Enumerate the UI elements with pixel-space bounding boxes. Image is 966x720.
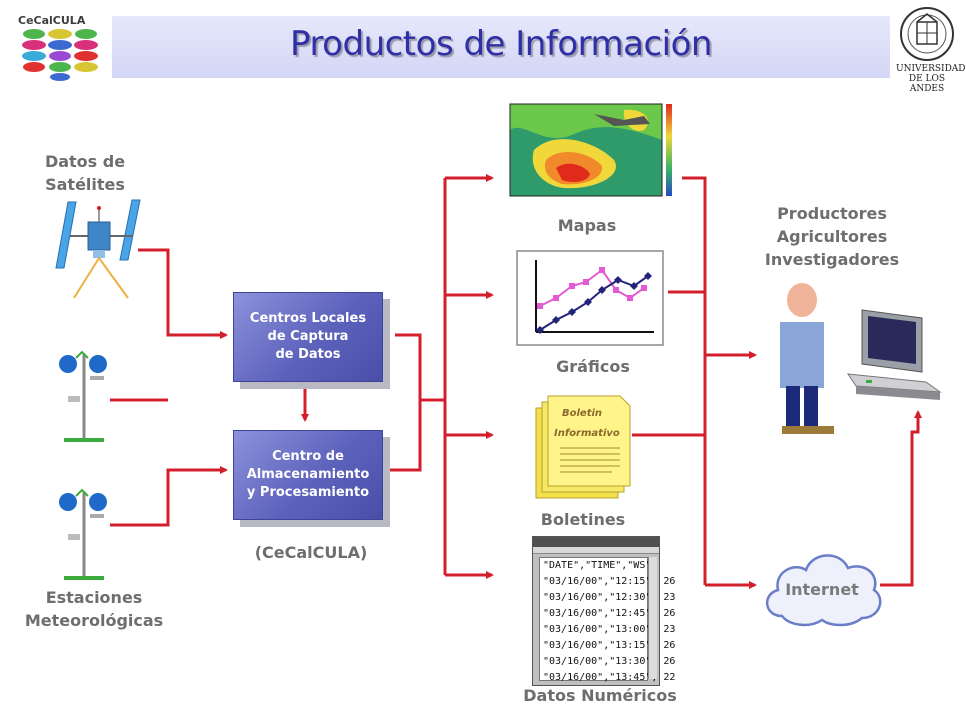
numeric-rows: "DATE","TIME","WS", "03/16/00","12:15", 2…	[543, 558, 676, 686]
numeric-row: "03/16/00","13:45", 22	[543, 672, 676, 683]
numeric-data-label: Datos Numéricos	[523, 686, 677, 705]
university-seal-icon	[900, 7, 954, 61]
numeric-row: "03/16/00","13:00", 23	[543, 624, 676, 635]
numeric-row: "03/16/00","12:15", 26	[543, 576, 676, 587]
maps-label: Mapas	[557, 216, 617, 235]
university-name: UNIVERSIDAD DE LOS ANDES	[896, 64, 966, 94]
bulletins-label: Boletines	[540, 510, 626, 529]
satellite-icon	[55, 199, 141, 299]
contour-map-image	[494, 90, 682, 208]
person-icon	[780, 283, 834, 434]
title-band	[112, 16, 890, 78]
bulletin-doc-title-line2: Informativo	[554, 428, 620, 439]
numeric-row: "03/16/00","13:15", 26	[543, 640, 676, 651]
numeric-row: "03/16/00","12:30", 23	[543, 592, 676, 603]
numeric-data-window: "DATE","TIME","WS", "03/16/00","12:15", 2…	[532, 536, 675, 686]
window-menubar	[533, 547, 659, 554]
table-scrollbar	[648, 557, 657, 679]
weather-station-bottom-icon	[59, 488, 107, 580]
internet-label: Internet	[785, 580, 859, 599]
cecalcula-logo	[22, 29, 98, 81]
charts-label: Gráficos	[556, 357, 630, 376]
numeric-row: "03/16/00","12:45", 26	[543, 608, 676, 619]
storage-processing-center-box: Centro de Almacenamiento y Procesamiento	[233, 430, 383, 520]
logo-text: CeCalCULA	[18, 14, 86, 27]
bulletin-document-icon: Boletin Informativo	[535, 395, 631, 499]
page-title: Productos de Información	[290, 24, 712, 64]
internet-cloud-icon	[766, 554, 882, 627]
computer-icon	[846, 309, 942, 400]
weather-station-top-icon	[59, 350, 107, 442]
window-titlebar	[533, 537, 659, 547]
satellite-data-label: Datos de Satélites	[44, 152, 126, 194]
consumers-label: Productores Agricultores Investigadores	[764, 204, 900, 269]
numeric-row: "DATE","TIME","WS",	[543, 560, 658, 571]
numeric-data-table: "DATE","TIME","WS", "03/16/00","12:15", 2…	[539, 557, 675, 683]
cecalcula-label: (CeCalCULA)	[254, 543, 368, 562]
numeric-row: "03/16/00","13:30", 26	[543, 656, 676, 667]
local-capture-centers-box: Centros Locales de Captura de Datos	[233, 292, 383, 382]
bulletin-doc-title-line1: Boletin	[562, 408, 602, 419]
weather-stations-label: Estaciones Meteorológicas	[24, 588, 164, 630]
line-chart-image	[516, 250, 664, 346]
